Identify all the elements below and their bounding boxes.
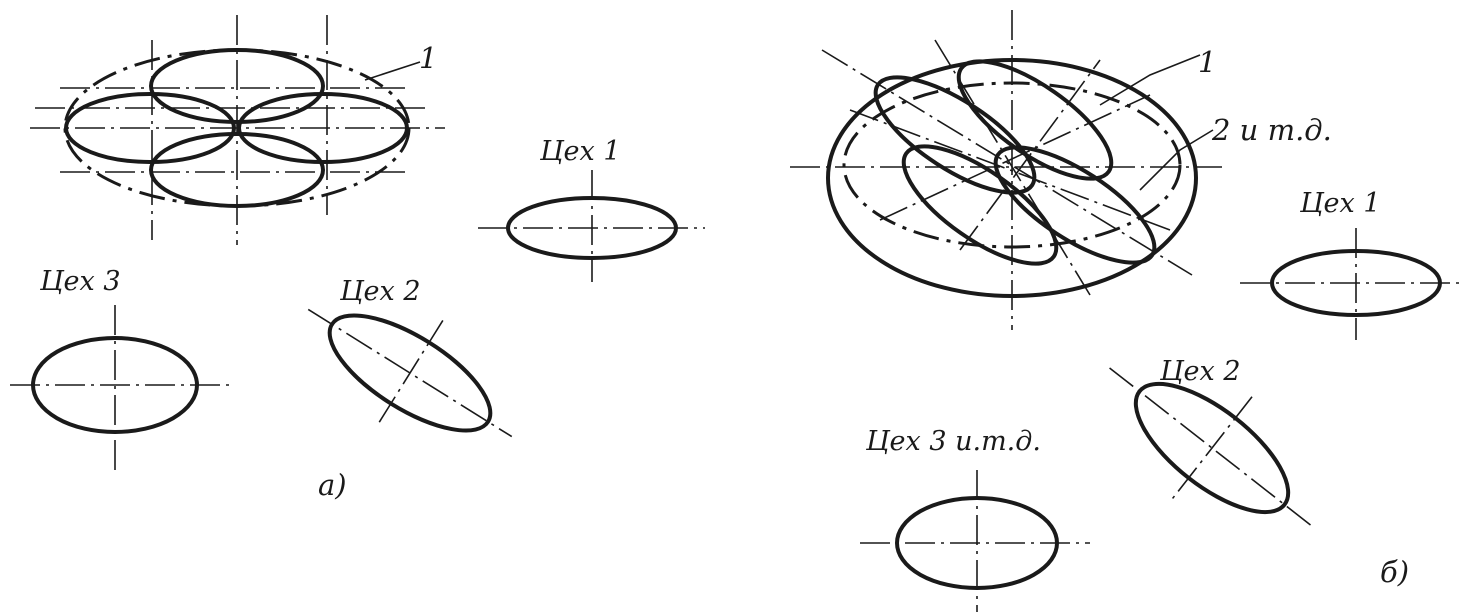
callout-b1-label: 1 (1198, 45, 1216, 79)
lobe-ellipse-top (149, 48, 325, 124)
panel-a-shop-1: Цех 1 (478, 136, 705, 282)
panel-a-composite: 1 (30, 15, 445, 245)
panel-a-shop-3: Цех 3 (10, 266, 235, 470)
panel-a: 1 Цех 1 Цех 3 Цех 2 а) (10, 15, 705, 502)
callout-b1-leader (1099, 54, 1201, 106)
lobe-ellipse-b-lr (993, 145, 1157, 265)
panel-b-composite: 1 2 и т.д. (790, 10, 1332, 330)
shop-1-label: Цех 1 (539, 136, 621, 167)
panel-a-caption: а) (318, 468, 347, 502)
panel-b-caption: б) (1380, 555, 1409, 589)
panel-a-shop-2: Цех 2 (307, 276, 513, 438)
b-shop-3-label: Цех 3 и.т.д. (865, 426, 1041, 457)
b-shop-3-ellipse (895, 496, 1059, 590)
panel-b-shop-1: Цех 1 (1240, 188, 1460, 340)
panel-b-shop-3: Цех 3 и.т.д. (860, 426, 1090, 612)
shop-3-ellipse (31, 336, 199, 434)
b-shop-2-label: Цех 2 (1159, 356, 1241, 387)
callout-1-label: 1 (419, 41, 437, 75)
callout-b2-label: 2 и т.д. (1211, 113, 1332, 147)
b-shop-1-label: Цех 1 (1299, 188, 1381, 219)
b-shop-2-ellipse (1133, 381, 1291, 515)
callout-1-leader (364, 61, 421, 81)
shop-2-label: Цех 2 (339, 276, 421, 307)
shop-1-ellipse (506, 196, 678, 260)
shop-2-ellipse (327, 313, 493, 433)
panel-b-shop-2: Цех 2 (1109, 356, 1315, 529)
lobe-ellipse-b-ul (873, 75, 1037, 195)
lobe-ellipse-bottom (149, 132, 325, 208)
lobe-ellipse-left (64, 92, 236, 164)
lobe-ellipse-b-ll (901, 144, 1059, 266)
shop-3-label: Цех 3 (39, 266, 121, 297)
envelope-ellipse-b2 (842, 81, 1182, 249)
b-shop-1-ellipse (1270, 249, 1442, 317)
panel-b: 1 2 и т.д. Цех 1 Цех 2 Цех 3 и.т.д. (790, 10, 1460, 612)
envelope-ellipse-b1 (826, 58, 1198, 298)
callout-b2-leader (1139, 129, 1214, 191)
